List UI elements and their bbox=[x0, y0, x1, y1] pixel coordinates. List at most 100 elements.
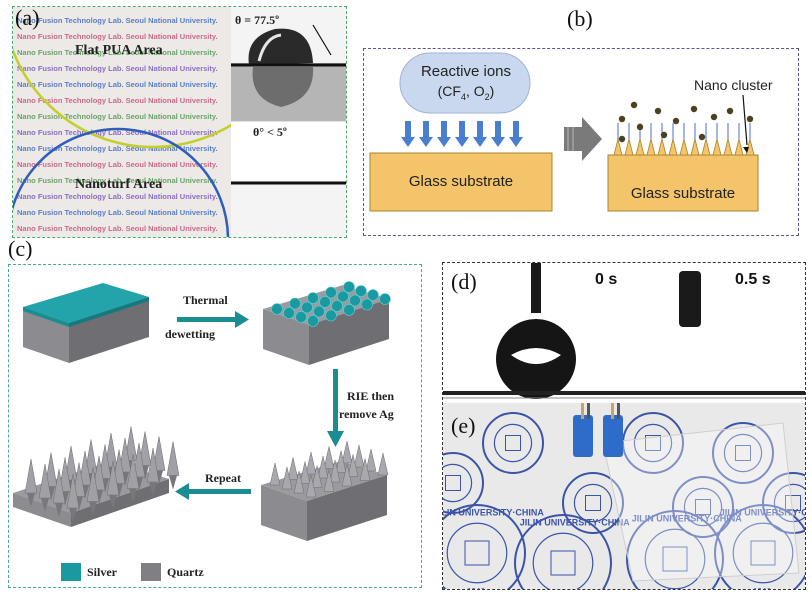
etched-spike bbox=[287, 457, 299, 480]
watermark-text: Nano Fusion Technology Lab. Seoul Nation… bbox=[17, 16, 218, 25]
droplet-high-angle bbox=[248, 28, 313, 65]
angle-high-label: θ = 77.5º bbox=[235, 13, 280, 27]
etched-spike bbox=[359, 458, 371, 481]
nano-spike bbox=[646, 138, 656, 156]
nano-spike bbox=[635, 138, 645, 156]
step-thermal-line2: dewetting bbox=[165, 327, 215, 341]
watermark-text: Nano Fusion Technology Lab. Seoul Nation… bbox=[17, 160, 218, 169]
arrow-rie-head bbox=[327, 431, 344, 447]
silver-particle bbox=[319, 296, 331, 308]
legend-quartz-label: Quartz bbox=[167, 565, 204, 579]
etched-spike bbox=[335, 450, 347, 473]
nano-cluster-dot bbox=[618, 135, 626, 143]
seal-text: JILIN UNIVERSITY·CHINA bbox=[443, 508, 544, 518]
droplet-highlight bbox=[257, 33, 282, 62]
flat-area-circle bbox=[1, 0, 305, 149]
etched-spike bbox=[281, 466, 293, 490]
nano-spikes bbox=[613, 123, 755, 156]
seal-emblem bbox=[585, 495, 601, 511]
watermark-rows: Nano Fusion Technology Lab. Seoul Nation… bbox=[17, 16, 218, 233]
reactive-ions-label: Reactive ions bbox=[420, 63, 512, 80]
glass-substrate-right bbox=[607, 154, 759, 212]
needle-left bbox=[531, 263, 541, 313]
seal-emblem bbox=[695, 499, 711, 515]
university-seals: JILIN UNIVERSITY·CHINA 1946 JILIN UNIVERSI… bbox=[443, 412, 805, 589]
etched-spike bbox=[377, 452, 389, 476]
wire-2 bbox=[587, 403, 590, 419]
silver-edge-right bbox=[69, 297, 149, 327]
panel-a-letter: (a) bbox=[15, 5, 40, 30]
nano-spike bbox=[624, 138, 634, 156]
repeated-spike-bottom bbox=[89, 501, 97, 516]
glass-substrate-left-label: Glass substrate bbox=[408, 173, 514, 190]
seal-text: JILIN UNIVERSITY·CHINA bbox=[520, 518, 631, 528]
repeated-spikes bbox=[24, 426, 180, 522]
repeated-block-right bbox=[71, 479, 169, 527]
seal-outer-ring bbox=[443, 452, 484, 514]
nano-cluster-dot bbox=[672, 117, 680, 125]
repeated-spike bbox=[24, 458, 38, 494]
particle-block-front bbox=[263, 309, 309, 365]
cluster-pointer bbox=[742, 94, 748, 146]
block-repeated bbox=[13, 426, 180, 527]
etched-spike bbox=[341, 440, 353, 464]
repeated-spike-bottom bbox=[69, 508, 77, 522]
watermark-text: Nano Fusion Technology Lab. Seoul Nation… bbox=[17, 144, 218, 153]
clip-left bbox=[573, 415, 593, 457]
arrow-thermal-head bbox=[235, 311, 249, 328]
etched-spike bbox=[347, 454, 359, 477]
silver-edge-front bbox=[23, 307, 69, 327]
seal-emblem bbox=[735, 445, 751, 461]
silver-particle bbox=[343, 304, 355, 316]
time-end-label: 0.5 s bbox=[735, 271, 771, 288]
block-silver-film bbox=[23, 283, 149, 363]
silver-particle bbox=[361, 298, 373, 311]
droplet-reflection bbox=[252, 67, 314, 107]
panel-c-letter: (c) bbox=[8, 236, 33, 261]
nano-cluster-dot bbox=[746, 115, 754, 123]
seal-inner-ring bbox=[732, 522, 794, 584]
silver-particle bbox=[343, 281, 355, 293]
etched-spike bbox=[311, 465, 323, 488]
seal-emblem bbox=[550, 550, 576, 576]
silver-particle bbox=[325, 309, 337, 322]
etched-spike bbox=[293, 470, 305, 494]
seal-outer-ring bbox=[672, 476, 734, 538]
ion-arrows bbox=[401, 121, 523, 147]
arrow-thermal-shaft bbox=[177, 317, 235, 322]
glass-substrate-right-label: Glass substrate bbox=[630, 185, 736, 202]
silver-particle bbox=[289, 297, 301, 310]
panel-b: Reactive ions (CF4, O2) Glass substrate … bbox=[363, 48, 799, 236]
wire-3 bbox=[611, 403, 614, 419]
silver-particle bbox=[307, 315, 319, 327]
glass-substrate-left bbox=[369, 152, 553, 212]
cluster-pointer-head bbox=[743, 147, 749, 153]
process-arrows bbox=[175, 311, 344, 500]
silver-particle bbox=[355, 285, 367, 297]
etched-spike bbox=[365, 448, 377, 472]
seal-inner-ring bbox=[493, 423, 533, 463]
arrow-repeat-shaft bbox=[189, 489, 251, 494]
silver-particle bbox=[337, 290, 349, 303]
repeated-spike-bottom bbox=[109, 495, 117, 509]
panel-c-figure bbox=[13, 281, 391, 581]
silver-particle bbox=[271, 303, 283, 315]
seal-inner-ring bbox=[532, 532, 594, 589]
nano-cluster-dot bbox=[630, 101, 638, 109]
seal-outer-ring bbox=[514, 514, 612, 589]
repeated-spike-bottom bbox=[149, 482, 157, 496]
seal-inner-ring bbox=[683, 487, 723, 527]
seal-inner-ring bbox=[644, 528, 706, 589]
seal-emblem bbox=[785, 495, 801, 511]
block-silver-particles bbox=[263, 281, 391, 365]
reactive-ions-formula: (CF4, O2) bbox=[406, 83, 526, 102]
etched-spikes bbox=[269, 440, 389, 498]
silver-particle bbox=[313, 305, 325, 318]
ion-arrow-head bbox=[473, 137, 487, 147]
seal-year: 1946 bbox=[753, 587, 771, 589]
etched-spike bbox=[323, 446, 335, 469]
silver-particle bbox=[307, 292, 319, 304]
silver-particle bbox=[331, 300, 343, 312]
formula-part-3: ) bbox=[489, 83, 495, 99]
etched-spike bbox=[329, 459, 341, 483]
